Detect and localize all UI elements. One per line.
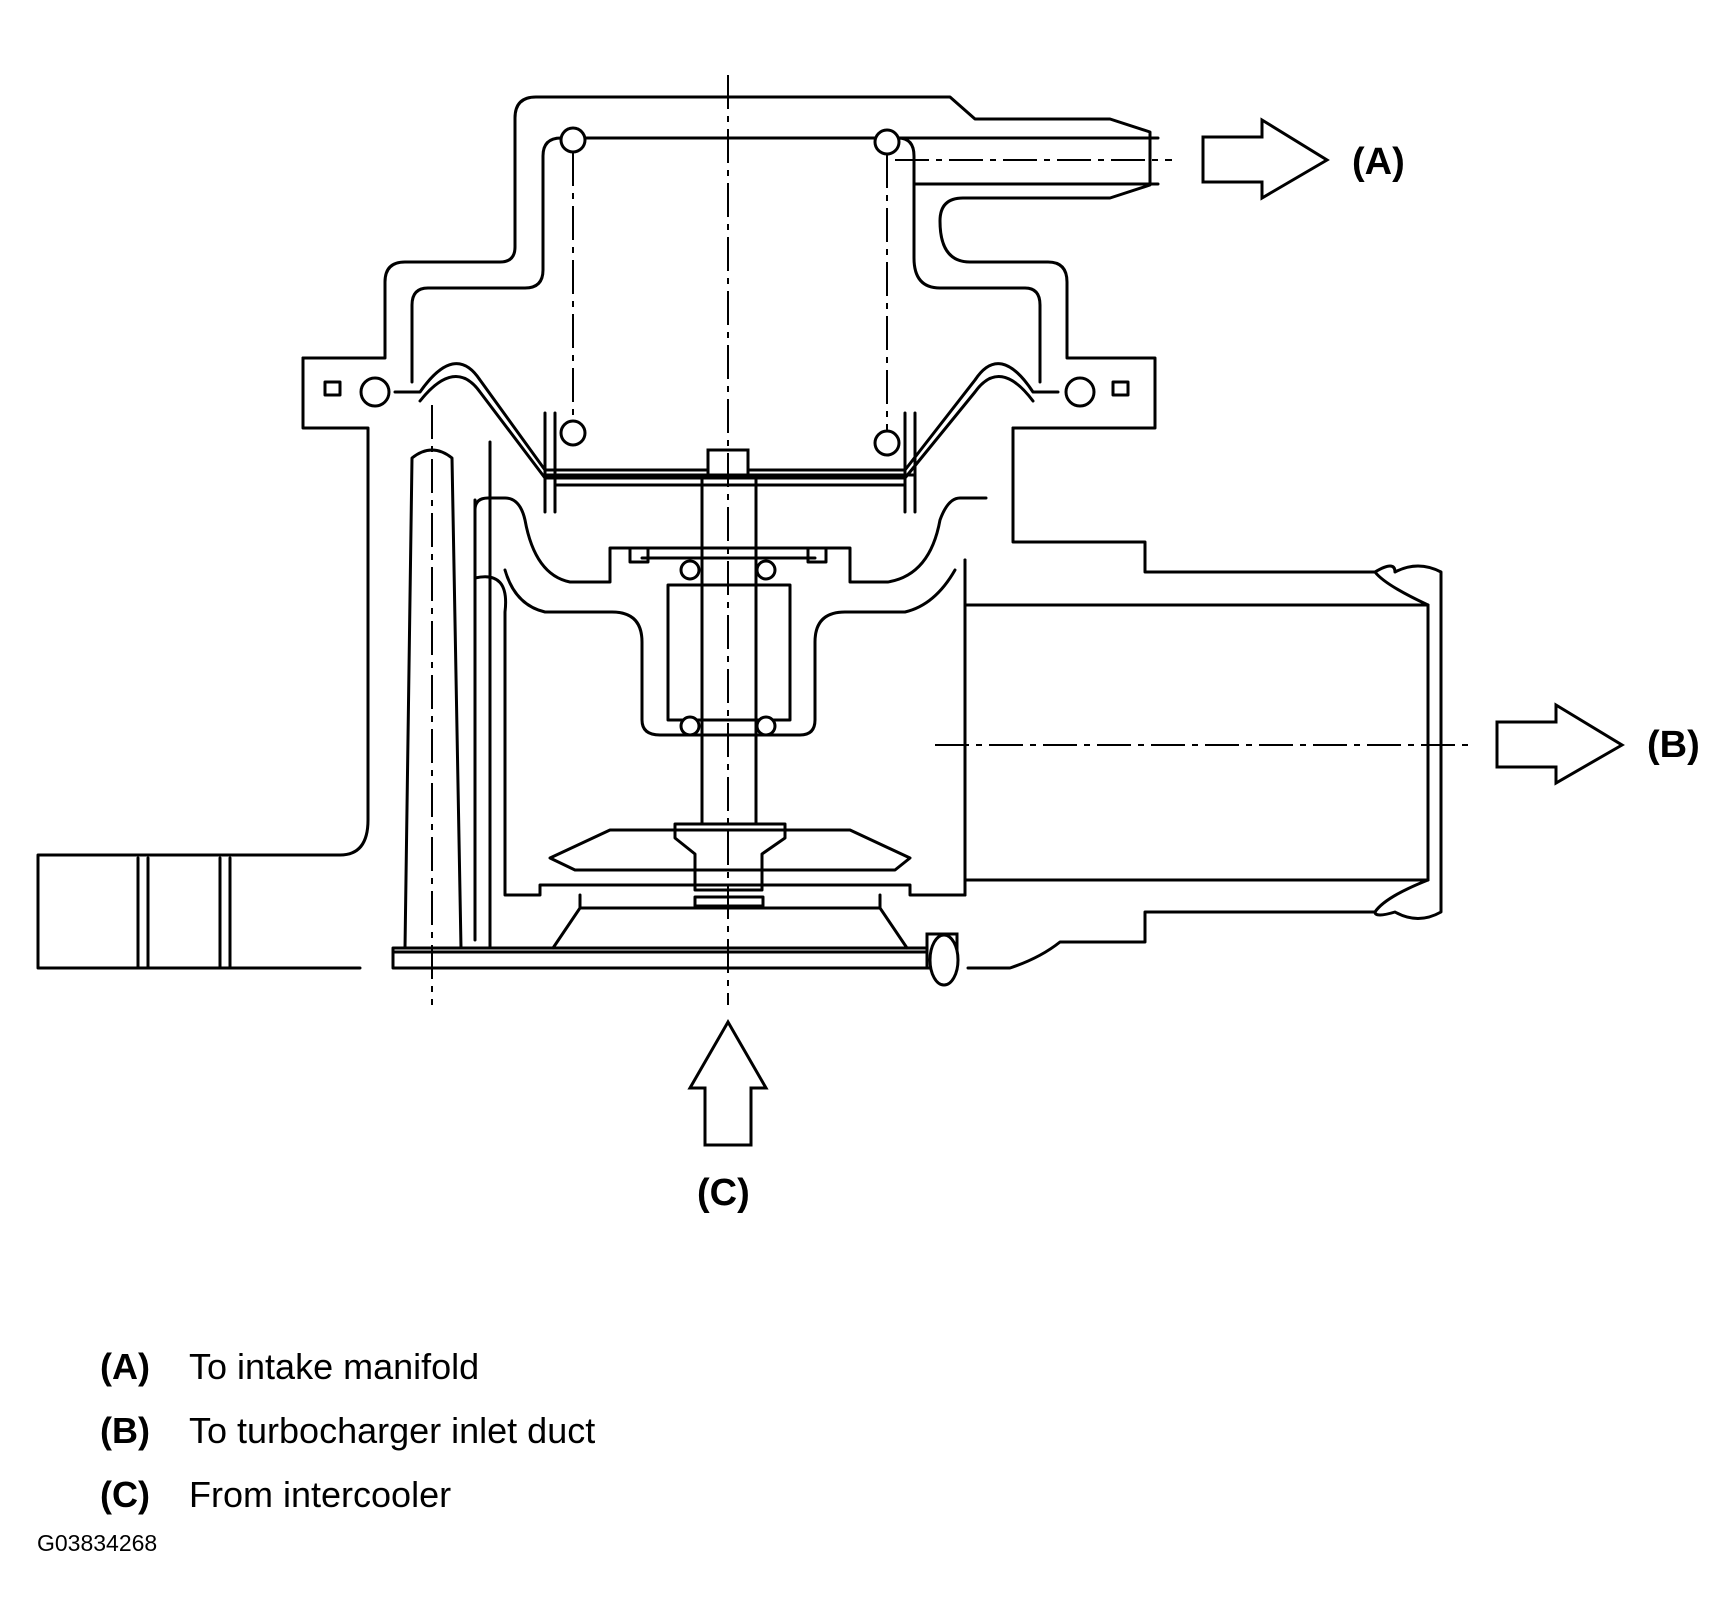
flange-o-ring-left bbox=[359, 376, 391, 408]
valve-hub bbox=[673, 822, 787, 892]
left-flange-groove bbox=[323, 380, 342, 397]
lower-chamber bbox=[473, 558, 967, 897]
cap-housing-inner bbox=[410, 136, 1042, 384]
spring-seat bbox=[543, 411, 917, 514]
figure-id: G03834268 bbox=[37, 1530, 158, 1556]
legend-row-c: (C) From intercooler bbox=[100, 1463, 595, 1527]
outlet-pipe-bore bbox=[963, 603, 1430, 882]
callout-c: (C) bbox=[697, 1172, 750, 1214]
guide-snap-ring bbox=[628, 546, 828, 564]
stem-seal-upper-left bbox=[679, 559, 701, 581]
arrow-c-icon bbox=[687, 1018, 769, 1147]
valve-body-upper-left bbox=[473, 496, 988, 584]
arrow-a-icon bbox=[1201, 117, 1330, 201]
legend-text: To intake manifold bbox=[189, 1346, 480, 1387]
cap-housing-outer bbox=[301, 95, 1157, 430]
left-flange bbox=[36, 356, 370, 970]
stem-seal-lower-right bbox=[755, 715, 777, 737]
legend-row-a: (A) To intake manifold bbox=[100, 1335, 595, 1399]
stem-seal-lower-left bbox=[679, 715, 701, 737]
valve-disc bbox=[548, 828, 912, 872]
callout-a: (A) bbox=[1352, 141, 1405, 183]
arrow-b-icon bbox=[1495, 702, 1625, 786]
legend-text: To turbocharger inlet duct bbox=[189, 1410, 596, 1451]
stem-seal-upper-right bbox=[755, 559, 777, 581]
outlet-nipple bbox=[1373, 570, 1430, 914]
spring-coil-top-right bbox=[873, 128, 901, 156]
legend-key: (A) bbox=[100, 1346, 150, 1387]
spring-coil-top-left bbox=[559, 126, 587, 154]
callout-b: (B) bbox=[1647, 724, 1700, 766]
bottom-o-ring bbox=[928, 933, 960, 987]
valve-body-inner bbox=[503, 568, 957, 737]
outlet-pipe-body bbox=[966, 426, 1443, 970]
spring-coil-bottom-right bbox=[873, 429, 901, 457]
legend: (A) To intake manifold (B) To turbocharg… bbox=[100, 1335, 595, 1527]
stem-guide-bushing bbox=[640, 556, 817, 722]
flange-o-ring-right bbox=[1064, 376, 1096, 408]
spring-coil-bottom-left bbox=[559, 419, 587, 447]
valve-seat bbox=[551, 893, 909, 950]
legend-row-b: (B) To turbocharger inlet duct bbox=[100, 1399, 595, 1463]
legend-key: (B) bbox=[100, 1410, 150, 1451]
legend-key: (C) bbox=[100, 1474, 150, 1515]
right-flange-groove bbox=[1111, 380, 1130, 397]
legend-text: From intercooler bbox=[189, 1474, 452, 1515]
